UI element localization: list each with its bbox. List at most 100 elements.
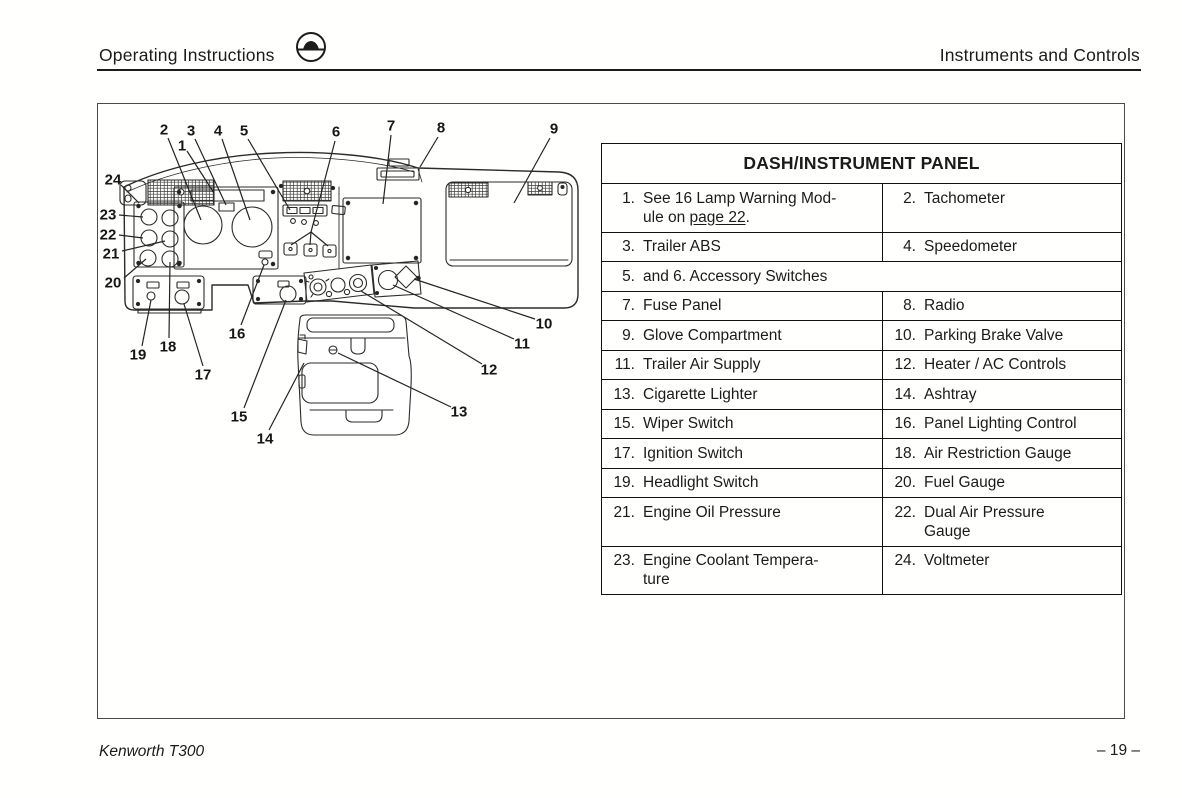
instrument-cluster [173, 186, 279, 270]
callout-number-1: 1 [178, 138, 186, 155]
ashtray-handle [345, 409, 383, 423]
legend-cell: 14.Ashtray [882, 380, 1120, 409]
leader-line-13 [337, 352, 452, 408]
headlight-switch-knob [146, 291, 156, 301]
legend-item-label: Headlight Switch [643, 474, 759, 491]
callout-number-13: 13 [451, 404, 468, 421]
leader-line-7 [382, 134, 392, 205]
legend-cell: 9.Glove Compartment [602, 321, 882, 350]
leader-line-1 [186, 150, 215, 194]
legend-item-number: 16. [894, 415, 916, 432]
callout-number-17: 17 [195, 367, 212, 384]
cigarette-lighter [328, 345, 338, 355]
legend-cell: 15. Wiper Switch [602, 410, 882, 439]
steering-wheel-icon [296, 32, 326, 62]
legend-item-label: Wiper Switch [643, 415, 734, 432]
legend-cell: 8.Radio [882, 291, 1120, 320]
legend-item-label: See 16 Lamp Warning Mod-ule on page 22. [643, 189, 837, 226]
tachometer-dial [183, 205, 223, 245]
legend-cell: 17.Ignition Switch [602, 439, 882, 468]
leader-line-3 [194, 138, 227, 206]
legend-item-label: and 6. Accessory Switches [643, 267, 828, 285]
legend-item-label: Speedometer [924, 238, 1018, 255]
leader-line-22 [118, 234, 144, 239]
legend-cell: 10.Parking Brake Valve [882, 321, 1120, 350]
legend-item-number: 23. [613, 552, 635, 569]
legend-item-label: Panel Lighting Control [924, 415, 1077, 432]
legend-item-number: 11. [614, 356, 635, 373]
callout-number-16: 16 [229, 326, 246, 343]
legend-item-label: Heater / AC Controls [924, 356, 1067, 373]
callout-number-23: 23 [100, 207, 117, 224]
legend-row: 15. Wiper Switch 16. Panel Lighting Control [602, 408, 1121, 439]
legend-row: 21. Engine Oil Pressure 22. Dual Air Pressu… [602, 497, 1121, 546]
callout-number-9: 9 [550, 121, 558, 138]
leader-line-6 [309, 231, 312, 246]
callout-number-2: 2 [160, 122, 168, 139]
callout-number-8: 8 [437, 120, 445, 137]
page-reference-link[interactable]: page 22 [689, 208, 746, 226]
ignition-switch-cylinder [174, 289, 190, 305]
legend-cell: 23.Engine Coolant Tempera-ture [602, 547, 882, 595]
legend-item-number: 18. [894, 444, 916, 462]
small-gauge-cluster [133, 201, 185, 268]
leader-line-6 [310, 140, 336, 233]
leader-line-21 [121, 240, 166, 252]
steering-column [297, 314, 412, 436]
legend-cell: 18.Air Restriction Gauge [882, 439, 1120, 468]
legend-row: 5.and 6. Accessory Switches [602, 261, 1121, 291]
leader-line-6 [290, 231, 312, 246]
legend-item-number: 19. [613, 474, 635, 491]
panel-lighting-control [258, 250, 273, 259]
legend-item-number: 20. [894, 474, 916, 491]
legend-item-number: 12. [894, 356, 916, 373]
fuse-panel [342, 197, 422, 264]
leader-line-11 [392, 284, 515, 340]
trailer-abs-lamp [218, 202, 235, 212]
legend-item-number: 10. [894, 326, 916, 344]
legend-cell: 1.See 16 Lamp Warning Mod-ule on page 22… [602, 184, 882, 232]
parking-brake-valve-knob [394, 265, 418, 289]
legend-item-label: Engine Oil Pressure [643, 503, 781, 521]
accessory-switch-section [278, 180, 346, 270]
leader-line-8 [419, 136, 439, 168]
leader-line-12 [360, 290, 483, 365]
legend-item-number: 15. [613, 415, 635, 432]
legend-table: DASH/INSTRUMENT PANEL 1.See 16 Lamp Warn… [601, 143, 1122, 595]
legend-rows: 1.See 16 Lamp Warning Mod-ule on page 22… [602, 184, 1121, 594]
legend-item-number: 9. [622, 326, 635, 344]
dash-outline [123, 151, 579, 311]
legend-cell: 13.Cigarette Lighter [602, 380, 882, 409]
legend-cell: 7.Fuse Panel [602, 292, 882, 321]
callout-number-3: 3 [187, 123, 195, 140]
legend-cell: 2.Tachometer [882, 184, 1120, 232]
page-number: – 19 – [1096, 742, 1140, 759]
legend-item-number: 22. [894, 503, 916, 521]
legend-item-label: Cigarette Lighter [643, 385, 758, 403]
leader-line-9 [513, 137, 551, 204]
heater-ac-panel [303, 264, 375, 303]
callout-number-20: 20 [105, 275, 122, 292]
leader-line-18 [168, 261, 171, 339]
callout-number-7: 7 [387, 118, 395, 135]
callout-number-10: 10 [536, 316, 553, 333]
legend-item-number: 24. [894, 552, 916, 569]
glove-compartment [445, 181, 573, 267]
voltmeter-gauge [161, 209, 179, 227]
wiper-switch-panel [252, 275, 307, 305]
legend-item-number: 21. [613, 503, 635, 521]
legend-item-number: 3. [622, 238, 635, 255]
leader-line-6 [310, 231, 329, 247]
coolant-temp-gauge [140, 208, 158, 226]
callout-number-19: 19 [130, 347, 147, 364]
legend-cell: 12. Heater / AC Controls [882, 350, 1120, 379]
column-pocket [350, 337, 366, 355]
air-valve-panel [371, 260, 422, 298]
